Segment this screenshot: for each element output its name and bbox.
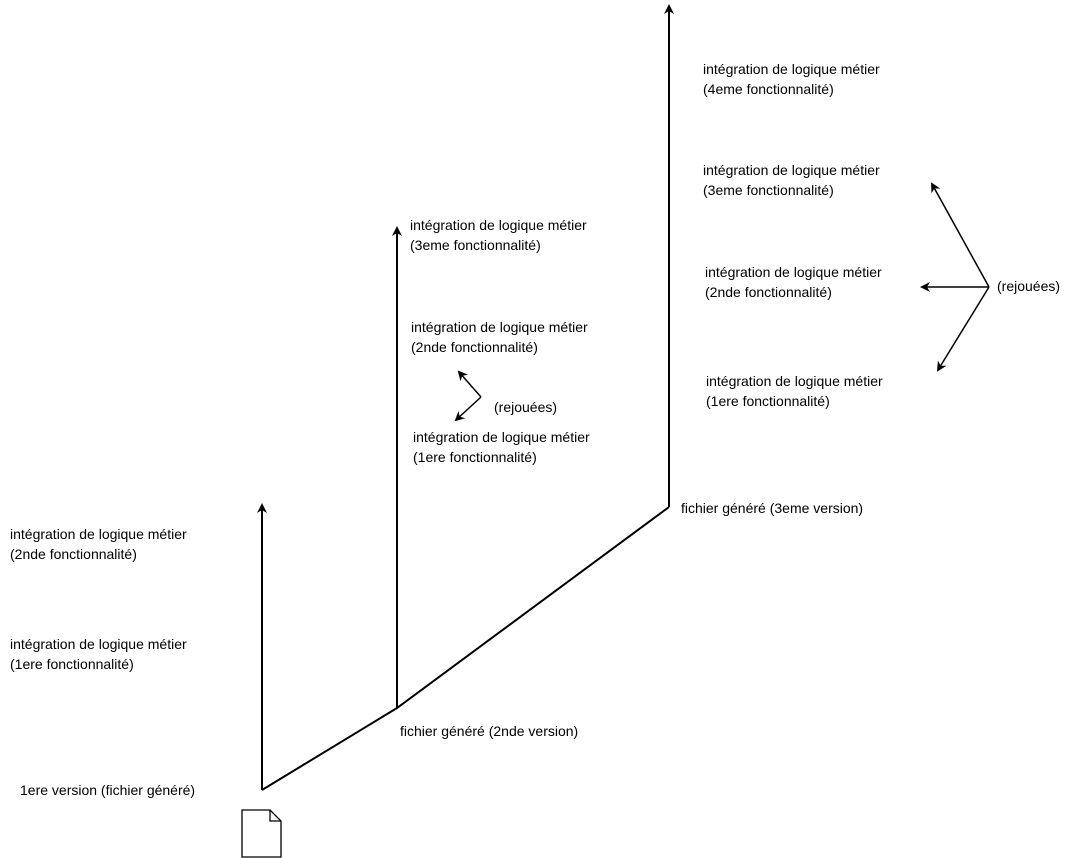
feature-number: (3eme fonctionnalité) xyxy=(703,182,834,198)
feature-number: (2nde fonctionnalité) xyxy=(10,546,137,562)
v2-feature-1: intégration de logique métier (1ere fonc… xyxy=(413,427,590,467)
feature-number: (1ere fonctionnalité) xyxy=(10,656,134,672)
version-trunk-line xyxy=(261,506,670,791)
v3-replay-arrow-up xyxy=(931,182,990,288)
feature-number: (1ere fonctionnalité) xyxy=(706,393,830,409)
version3-label: fichier généré (3eme version) xyxy=(681,500,864,516)
feature-title: intégration de logique métier xyxy=(411,319,588,335)
feature-title: intégration de logique métier xyxy=(413,429,590,445)
feature-number: (4eme fonctionnalité) xyxy=(703,81,834,97)
feature-title: intégration de logique métier xyxy=(705,264,882,280)
document-icon xyxy=(241,809,282,858)
v3-feature-4: intégration de logique métier (4eme fonc… xyxy=(703,59,880,99)
v2-feature-2: intégration de logique métier (2nde fonc… xyxy=(411,317,588,357)
feature-title: intégration de logique métier xyxy=(10,636,187,652)
v3-replayed-label: (rejouées) xyxy=(997,278,1061,294)
version1-label: 1ere version (fichier généré) xyxy=(20,782,196,798)
feature-title: intégration de logique métier xyxy=(703,61,880,77)
v3-feature-2: intégration de logique métier (2nde fonc… xyxy=(705,262,882,302)
v2-replay-arrow-down xyxy=(454,396,482,422)
v2-feature-3: intégration de logique métier (3eme fonc… xyxy=(410,215,587,255)
feature-title: intégration de logique métier xyxy=(410,217,587,233)
feature-title: intégration de logique métier xyxy=(703,162,880,178)
v1-feature-2: intégration de logique métier (2nde fonc… xyxy=(10,524,187,564)
feature-number: (1ere fonctionnalité) xyxy=(413,449,537,465)
v3-feature-3: intégration de logique métier (3eme fonc… xyxy=(703,160,880,200)
v3-replay-arrow-down xyxy=(936,286,990,372)
version2-label: fichier généré (2nde version) xyxy=(400,723,579,739)
feature-title: intégration de logique métier xyxy=(706,373,883,389)
feature-number: (2nde fonctionnalité) xyxy=(705,284,832,300)
feature-number: (3eme fonctionnalité) xyxy=(410,237,541,253)
v2-replayed-label: (rejouées) xyxy=(494,399,558,415)
feature-title: intégration de logique métier xyxy=(10,526,187,542)
feature-number: (2nde fonctionnalité) xyxy=(411,339,538,355)
v3-feature-1: intégration de logique métier (1ere fonc… xyxy=(706,371,883,411)
v2-replay-arrow-up xyxy=(457,370,482,398)
v1-feature-1: intégration de logique métier (1ere fonc… xyxy=(10,634,187,674)
